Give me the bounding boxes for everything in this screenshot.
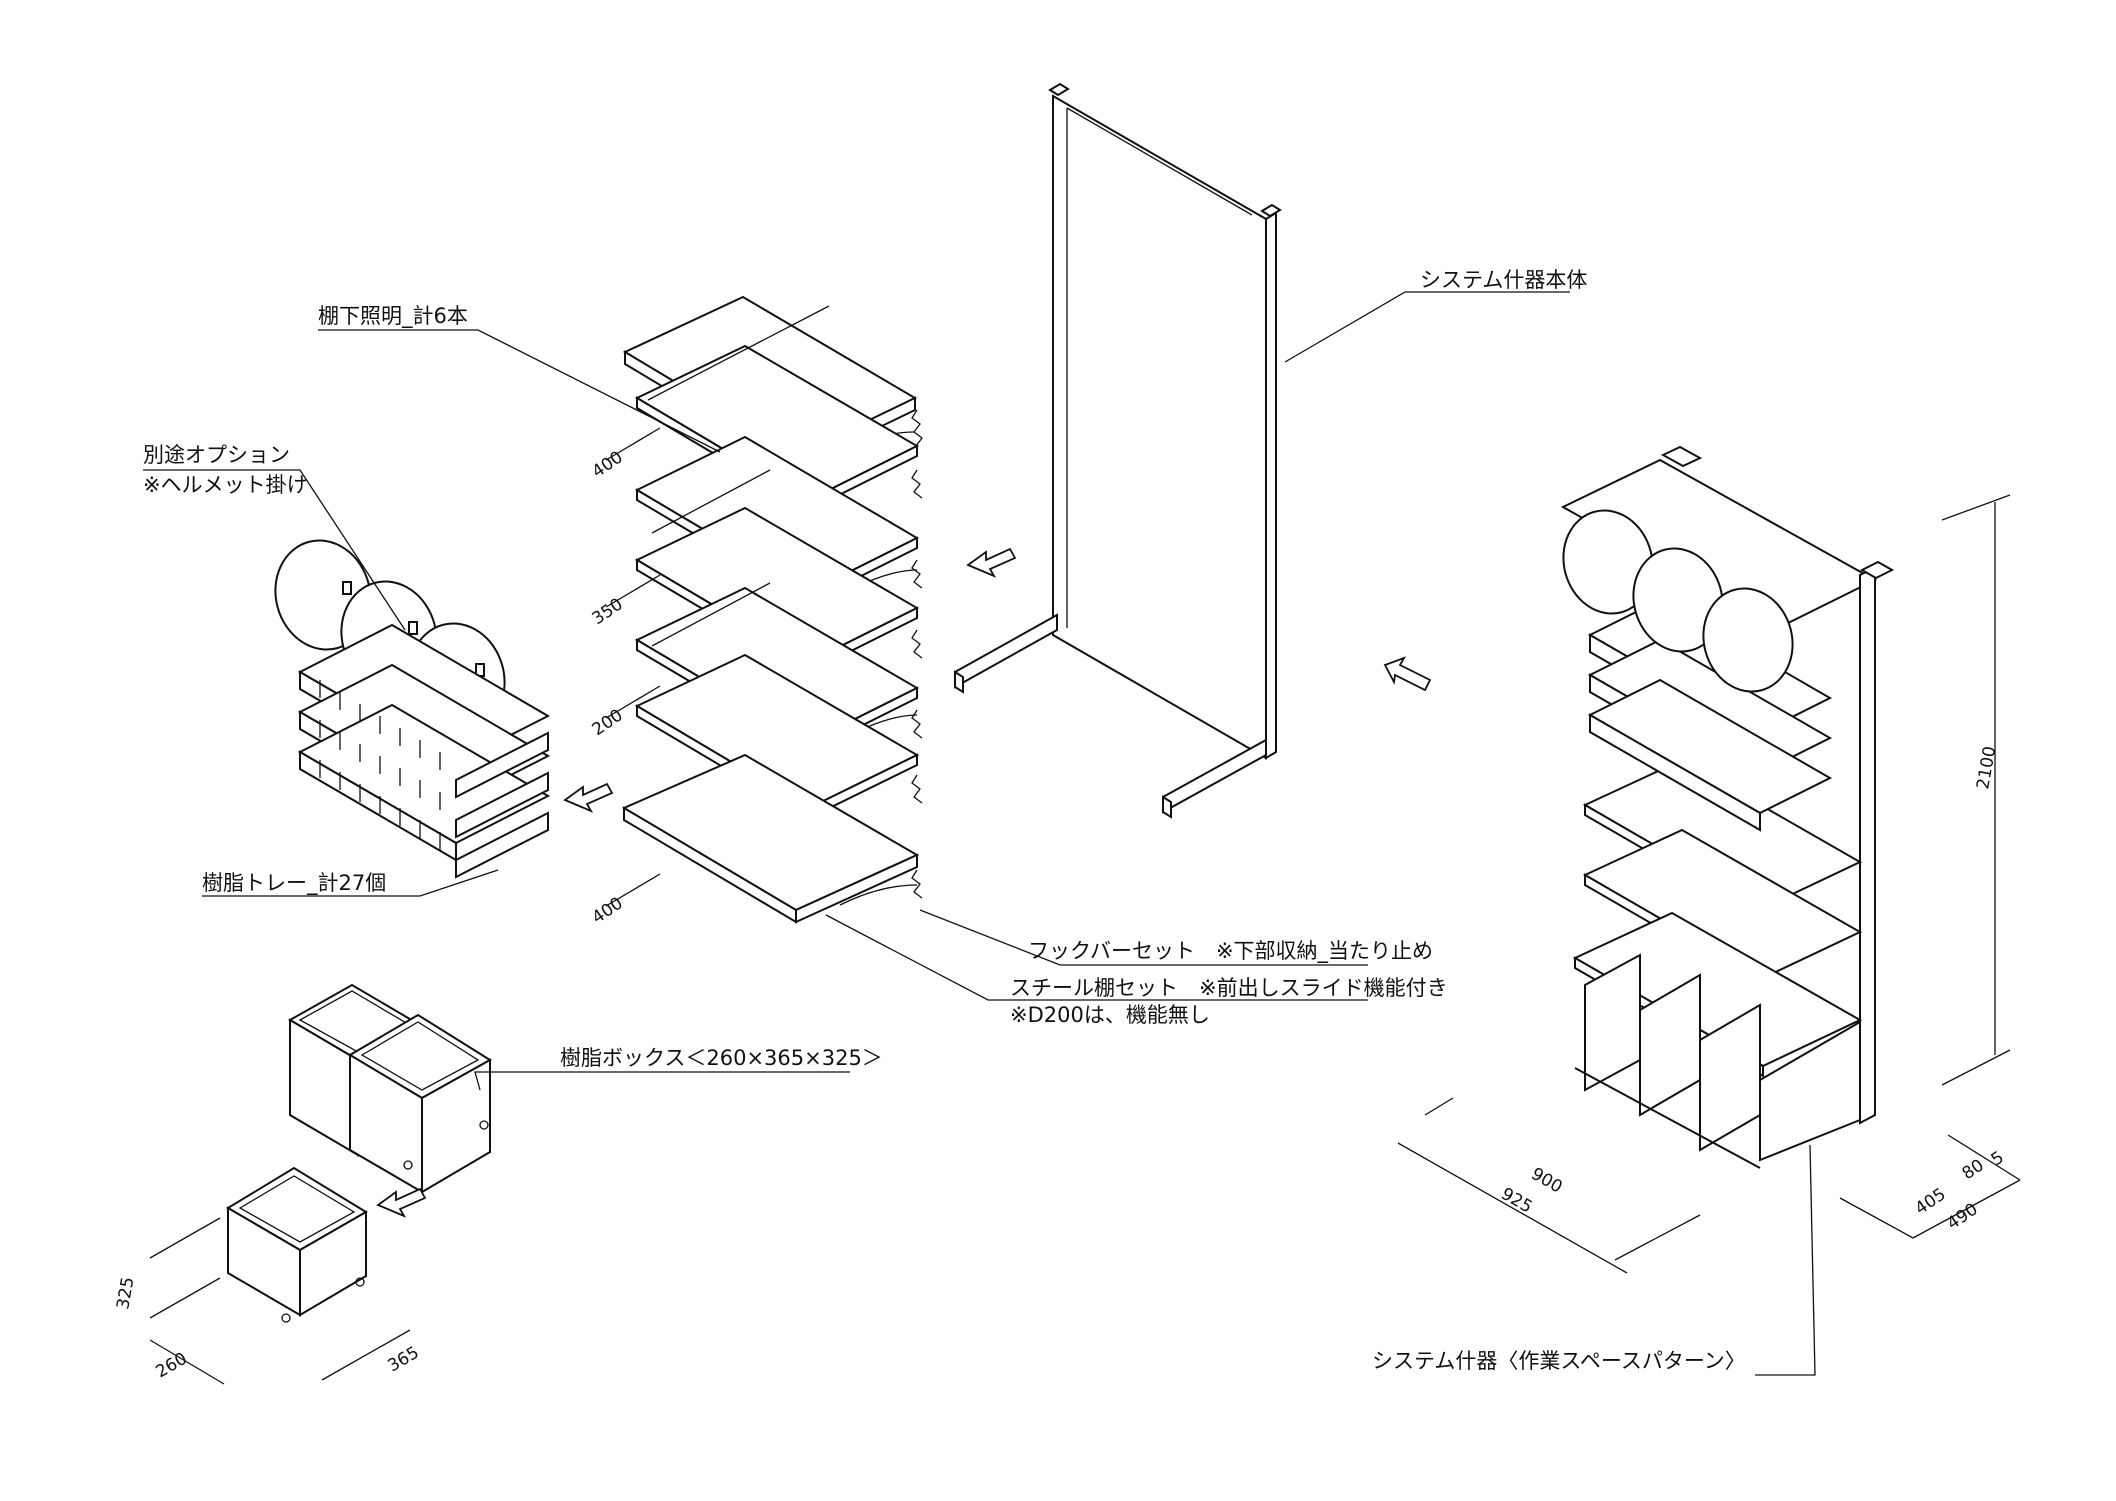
resin-box-3 — [226, 1166, 368, 1323]
hook-icon — [408, 621, 418, 635]
arrow-up-left-icon — [1383, 656, 1432, 692]
fixture-depth-c-dim: 5 — [1988, 1148, 2008, 1171]
fixture-depth-a-dim: 405 — [1912, 1184, 1950, 1219]
label-separate-option: 別途オプション — [143, 443, 290, 467]
resin-tray-stack — [297, 623, 551, 879]
lighting-bar — [651, 582, 771, 647]
assembled-system-fixture: 2100 900 925 405 80 5 490 — [1397, 445, 2021, 1274]
assembly-arrows — [376, 547, 1432, 1218]
shelf-depth-top: 400 — [589, 447, 627, 482]
label-hook-bar-set: フックバーセット ※下部収納_当たり止め — [1028, 939, 1433, 964]
fixture-width-inner-dim: 900 — [1528, 1164, 1566, 1198]
box-width-dim: 365 — [385, 1343, 423, 1377]
leader-lines — [143, 291, 1816, 1376]
arrow-left-icon — [966, 547, 1017, 578]
steel-shelf-set: 400 350 200 400 — [589, 295, 923, 928]
system-body-frame — [954, 82, 1282, 819]
shelf-depth-2: 350 — [589, 594, 627, 629]
label-steel-shelf-note: ※D200は、機能無し — [1010, 1003, 1210, 1027]
resin-box-2 — [348, 1013, 492, 1194]
box-depth-dim: 260 — [153, 1349, 191, 1383]
lighting-bar — [651, 469, 771, 534]
shelf-depth-bottom: 400 — [589, 893, 627, 928]
label-under-shelf-lighting: 棚下照明_計6本 — [318, 304, 468, 329]
label-system-fixture: システム什器〈作業スペースパターン〉 — [1372, 1349, 1746, 1373]
label-system-body: システム什器本体 — [1420, 268, 1587, 292]
label-helmet-hook: ※ヘルメット掛け — [143, 473, 308, 497]
fixture-height-dim: 2100 — [1973, 745, 2000, 791]
hook-icon — [342, 581, 352, 595]
fixture-depth-total-dim: 490 — [1944, 1199, 1982, 1234]
arrow-left-icon — [376, 1187, 427, 1218]
fixture-width-outer-dim: 925 — [1498, 1184, 1536, 1218]
lighting-bar — [647, 305, 830, 401]
box-height-dim: 325 — [113, 1275, 138, 1310]
label-steel-shelf-set: スチール棚セット ※前出しスライド機能付き — [1010, 976, 1448, 1000]
resin-boxes: 325 260 365 — [113, 983, 492, 1385]
label-resin-box: 樹脂ボックス＜260×365×325＞ — [560, 1046, 883, 1070]
shelf-7 — [621, 753, 920, 924]
fixture-depth-b-dim: 80 — [1959, 1155, 1988, 1184]
label-resin-tray: 樹脂トレー_計27個 — [202, 871, 386, 896]
shelf-depth-3: 200 — [589, 705, 627, 740]
arrow-left-icon — [563, 782, 614, 813]
